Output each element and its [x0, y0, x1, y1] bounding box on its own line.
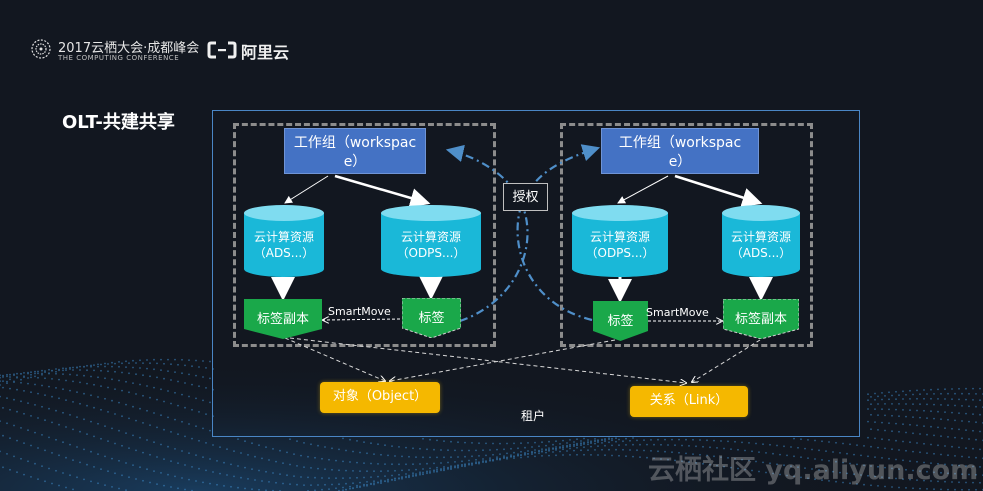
right-db-odps-label: 云计算资源 （ODPS...）: [571, 229, 669, 261]
right-smartmove-label: SmartMove: [646, 306, 709, 319]
right-db-odps-cylinder[interactable]: [571, 204, 669, 278]
tenant-label: 租户: [521, 409, 546, 423]
left-workspace-box[interactable]: 工作组（workspac e）: [284, 128, 426, 174]
tag-shape-icon: [402, 298, 461, 338]
left-tag-copy[interactable]: 标签副本: [244, 299, 322, 339]
grant-label-box[interactable]: 授权: [503, 183, 548, 211]
tenant-container: [212, 110, 860, 437]
right-db-ads-label: 云计算资源 （ADS...）: [721, 229, 801, 261]
right-tag-copy[interactable]: 标签副本: [723, 299, 799, 339]
object-box[interactable]: 对象（Object）: [320, 382, 440, 413]
right-tag[interactable]: 标签: [593, 301, 648, 341]
right-workspace-group: [560, 123, 813, 347]
left-db-ads-label: 云计算资源 （ADS...）: [243, 229, 325, 261]
conference-logo-icon: [31, 39, 51, 59]
right-db-ads-cylinder[interactable]: [721, 204, 801, 278]
left-tag[interactable]: 标签: [402, 298, 461, 338]
left-db-odps-label: 云计算资源 （ODPS...）: [380, 229, 482, 261]
left-db-odps-cylinder[interactable]: [380, 204, 482, 278]
left-smartmove-label: SmartMove: [328, 305, 391, 318]
conference-title: 2017云栖大会·成都峰会: [58, 41, 200, 56]
conference-subtitle: THE COMPUTING CONFERENCE: [58, 54, 180, 62]
left-db-odps-line2: （ODPS...）: [396, 246, 466, 260]
left-db-odps-line1: 云计算资源: [400, 230, 461, 244]
left-db-ads-cylinder[interactable]: [243, 204, 325, 278]
tag-shape-icon: [244, 299, 322, 339]
right-db-ads-line1: 云计算资源: [730, 230, 791, 244]
left-workspace-label-line2: e）: [343, 154, 367, 170]
link-box[interactable]: 关系（Link）: [630, 386, 748, 417]
slide-title: OLT-共建共享: [62, 112, 175, 133]
right-db-ads-line2: （ADS...）: [730, 246, 792, 260]
right-db-odps-line1: 云计算资源: [589, 230, 650, 244]
right-tag-copy-label: 标签副本: [734, 312, 787, 327]
left-db-ads-line2: （ADS...）: [253, 246, 315, 260]
tag-shape-icon: [593, 301, 648, 341]
right-workspace-label-line1: 工作组（workspac: [618, 135, 742, 151]
right-db-odps-line2: （ODPS...）: [585, 246, 655, 260]
left-tag-label: 标签: [418, 311, 445, 326]
aliyun-logo-icon: [207, 41, 237, 59]
right-workspace-box[interactable]: 工作组（workspac e）: [601, 128, 759, 174]
right-workspace-label-line2: e）: [668, 154, 692, 170]
watermark-text: 云栖社区 yq.aliyun.com: [648, 455, 979, 486]
left-db-ads-line1: 云计算资源: [253, 230, 314, 244]
left-tag-copy-label: 标签副本: [256, 312, 309, 327]
tag-shape-icon: [723, 299, 799, 339]
left-workspace-label-line1: 工作组（workspac: [293, 135, 417, 151]
left-workspace-group: [233, 123, 496, 347]
right-tag-label: 标签: [607, 314, 634, 329]
aliyun-brand-text: 阿里云: [241, 43, 290, 62]
